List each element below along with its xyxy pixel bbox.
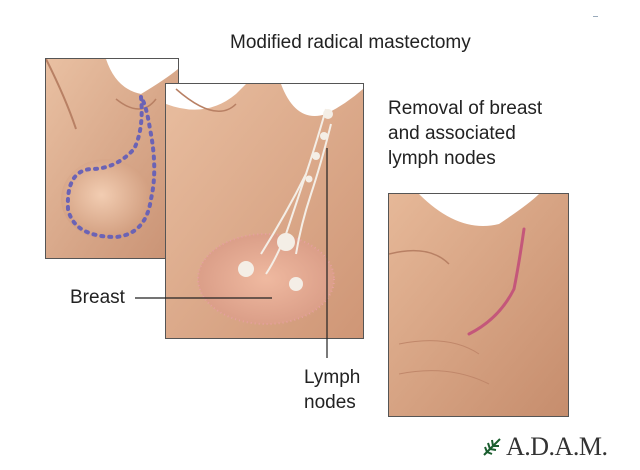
logo-text: A.D.A.M.	[506, 432, 608, 461]
caption-line-3: lymph nodes	[388, 148, 496, 169]
incision-dotted-line	[65, 95, 157, 240]
panel-incision-outline	[45, 58, 179, 259]
surgical-scar	[467, 227, 526, 336]
lymph-node-cluster	[238, 109, 333, 291]
breast-shape	[61, 159, 151, 239]
lymph-label-line-2: nodes	[304, 392, 356, 413]
caption-line-1: Removal of breast	[388, 98, 543, 119]
lymph-label-line-1: Lymph	[304, 367, 361, 388]
corner-mark	[593, 16, 598, 17]
caption: Removal of breast and associated lymph n…	[388, 96, 542, 171]
panel-dissection	[165, 83, 364, 339]
panel-post-operative	[388, 193, 569, 417]
lymph-nodes-label: Lymph nodes	[304, 365, 360, 415]
caption-line-2: and associated	[388, 123, 516, 144]
fern-leaf-icon	[483, 438, 501, 456]
lymph-channels	[260, 108, 332, 275]
adam-logo: A.D.A.M.	[482, 432, 608, 462]
breast-label: Breast	[70, 287, 125, 308]
breast-tissue	[198, 234, 334, 324]
diagram-title: Modified radical mastectomy	[230, 32, 471, 53]
